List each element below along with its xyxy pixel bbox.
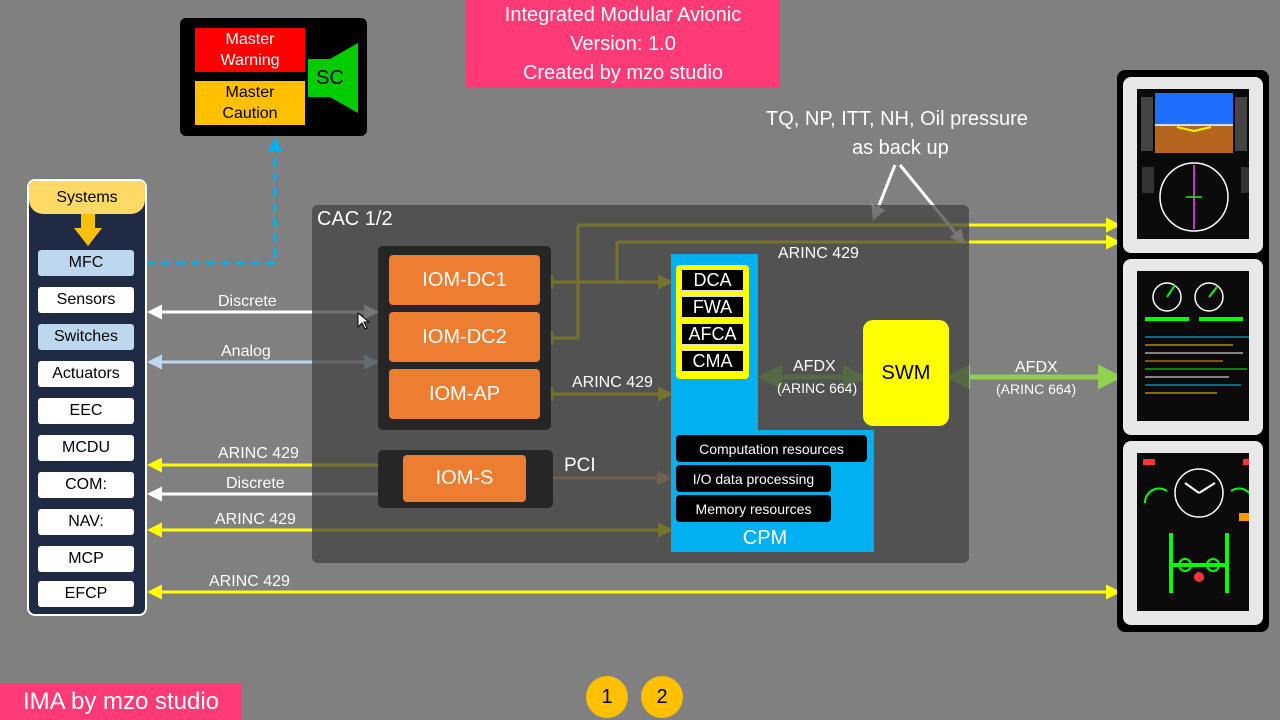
swm-module[interactable]: SWM (863, 320, 949, 426)
label-afdx-right: AFDX (1015, 359, 1058, 376)
label-discrete: Discrete (218, 293, 277, 310)
footer-brand: IMA by mzo studio (0, 683, 242, 720)
header-line2: Version: 1.0 (570, 32, 676, 55)
cpm-dca[interactable]: DCA (681, 269, 744, 291)
system-efcp[interactable]: EFCP (38, 581, 134, 607)
label-backup-line1: TQ, NP, ITT, NH, Oil pressure (766, 108, 1028, 130)
speaker-icon (308, 43, 358, 113)
engine-screen (1143, 459, 1249, 593)
mfc-sc-link (146, 137, 283, 265)
arrow-down-icon (74, 214, 102, 246)
eicas-display[interactable] (1123, 259, 1263, 435)
cpm-afca[interactable]: AFCA (681, 323, 744, 345)
system-eec[interactable]: EEC (38, 398, 134, 424)
system-mcp[interactable]: MCP (38, 546, 134, 572)
system-mcdu[interactable]: MCDU (38, 435, 134, 461)
systems-panel: Systems MFC Sensors Switches Actuators E… (27, 179, 147, 616)
cpm-fwa[interactable]: FWA (681, 296, 744, 318)
label-arinc-top: ARINC 429 (778, 245, 859, 262)
iom-ap-module[interactable]: IOM-AP (389, 369, 540, 419)
header-line3: Created by mzo studio (522, 61, 724, 84)
display-column (1117, 70, 1269, 632)
header-line1: Integrated Modular Avionic (504, 3, 742, 26)
systems-title: Systems (29, 181, 145, 214)
cac-title: CAC 1/2 (317, 208, 393, 230)
cpm-cma[interactable]: CMA (681, 350, 744, 372)
header-title-box: Integrated Modular Avionic Version: 1.0 … (466, 0, 780, 88)
label-discrete2: Discrete (226, 475, 285, 492)
cpm-io-data-processing[interactable]: I/O data processing (676, 465, 831, 492)
label-afdx-left: AFDX (793, 358, 836, 375)
label-backup-line2: as back up (852, 137, 949, 159)
cpm-label: CPM (742, 526, 788, 549)
label-afdx-left-sub: (ARINC 664) (777, 380, 858, 396)
pfd-screen (1141, 93, 1249, 232)
iom-dc1-module[interactable]: IOM-DC1 (389, 255, 540, 305)
cpm-memory-resources[interactable]: Memory resources (676, 495, 831, 522)
label-pci: PCI (564, 455, 596, 476)
system-actuators[interactable]: Actuators (38, 361, 134, 387)
master-warning-label: Master Warning (220, 31, 280, 69)
page-1-button[interactable]: 1 (586, 676, 628, 718)
pfd-display[interactable] (1123, 77, 1263, 253)
system-mfc[interactable]: MFC (38, 250, 134, 276)
system-switches[interactable]: Switches (38, 324, 134, 350)
sc-label: SC (316, 66, 344, 89)
label-arinc-ap: ARINC 429 (572, 374, 653, 391)
page-2-button[interactable]: 2 (641, 676, 683, 718)
iom-s-module[interactable]: IOM-S (403, 455, 526, 502)
label-analog: Analog (221, 343, 271, 360)
iom-dc2-module[interactable]: IOM-DC2 (389, 312, 540, 362)
cpm-computation-resources[interactable]: Computation resources (676, 435, 867, 462)
master-caution-label: Master Caution (222, 84, 278, 122)
warning-panel: Master Warning Master Caution SC (180, 18, 367, 136)
label-arinc-efcp: ARINC 429 (209, 573, 290, 590)
system-nav[interactable]: NAV: (38, 509, 134, 535)
eicas-screen (1145, 282, 1249, 394)
label-arinc-nav: ARINC 429 (215, 511, 296, 528)
system-com[interactable]: COM: (38, 472, 134, 498)
label-arinc-ioms: ARINC 429 (218, 445, 299, 462)
master-warning-button[interactable]: Master Warning (195, 28, 305, 72)
engine-display[interactable] (1123, 441, 1263, 625)
system-sensors[interactable]: Sensors (38, 287, 134, 313)
master-caution-button[interactable]: Master Caution (195, 81, 305, 125)
mouse-cursor-icon (357, 312, 371, 330)
label-afdx-right-sub: (ARINC 664) (996, 381, 1077, 397)
